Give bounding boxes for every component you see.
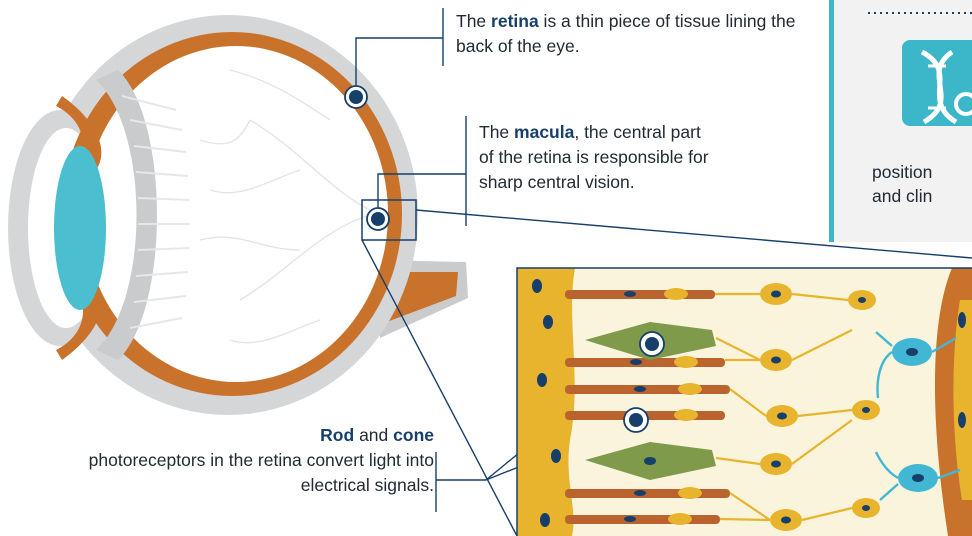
photoreceptor-joiner: and	[354, 425, 393, 445]
photoreceptor-caption-text: photoreceptors in the retina convert lig…	[89, 450, 434, 495]
retina-term: retina	[491, 11, 539, 31]
side-panel-text: positionand clin	[872, 160, 972, 208]
side-panel-line-2: and clin	[872, 184, 972, 208]
cone-marker	[640, 332, 664, 356]
dna-icon	[902, 40, 972, 126]
rod-marker	[624, 408, 648, 432]
cone-term: cone	[393, 425, 434, 445]
macula-marker	[367, 208, 389, 230]
retina-caption-prefix: The	[456, 11, 491, 31]
macula-caption: The macula, the central part of the reti…	[479, 120, 709, 195]
retina-caption: The retina is a thin piece of tissue lin…	[456, 9, 796, 59]
macula-caption-prefix: The	[479, 122, 514, 142]
retina-cross-section-inset	[517, 268, 972, 536]
eyeball	[8, 15, 468, 415]
rod-term: Rod	[320, 425, 354, 445]
photoreceptor-caption: Rod and cone photoreceptors in the retina…	[60, 423, 434, 498]
retina-marker	[345, 86, 367, 108]
side-panel-line-1: position	[872, 160, 972, 184]
macula-term: macula	[514, 122, 574, 142]
